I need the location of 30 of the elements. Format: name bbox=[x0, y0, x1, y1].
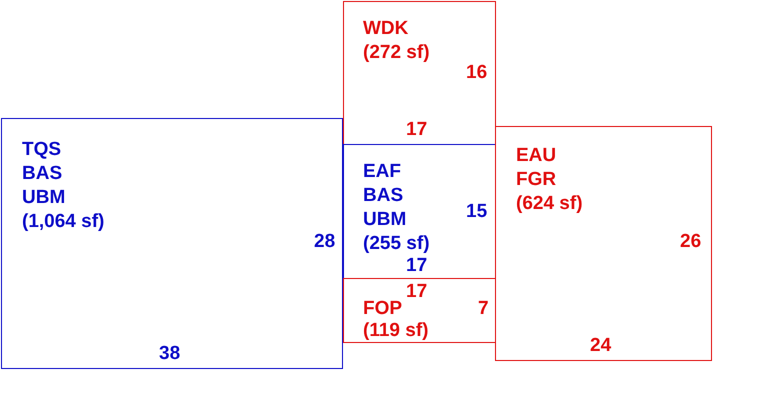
room-name: FOP bbox=[363, 298, 402, 320]
room-name: EAF bbox=[363, 161, 401, 183]
dimension-label: 26 bbox=[680, 231, 702, 253]
room-outline bbox=[495, 126, 712, 361]
dimension-label: 17 bbox=[406, 281, 428, 303]
room-name: BAS bbox=[363, 185, 404, 207]
room-name: EAU bbox=[516, 145, 556, 167]
dimension-label: 24 bbox=[590, 335, 612, 357]
room-area: (1,064 sf) bbox=[22, 211, 104, 233]
room-name: WDK bbox=[363, 18, 408, 40]
room-outline bbox=[1, 118, 343, 369]
dimension-label: 16 bbox=[466, 62, 488, 84]
room-area: (119 sf) bbox=[363, 320, 428, 342]
room-name: UBM bbox=[22, 187, 66, 209]
room-area: (272 sf) bbox=[363, 42, 430, 64]
room-outline bbox=[343, 144, 496, 279]
room-outline bbox=[343, 278, 496, 343]
room-area: (624 sf) bbox=[516, 193, 583, 215]
dimension-label: 7 bbox=[478, 298, 489, 320]
room-name: TQS bbox=[22, 139, 62, 161]
room-name: FGR bbox=[516, 169, 556, 191]
dimension-label: 17 bbox=[406, 255, 428, 277]
dimension-label: 28 bbox=[314, 231, 336, 253]
dimension-label: 38 bbox=[159, 343, 180, 365]
dimension-label: 15 bbox=[466, 201, 488, 223]
room-name: BAS bbox=[22, 163, 62, 185]
dimension-label: 17 bbox=[406, 119, 428, 141]
room-area: (255 sf) bbox=[363, 233, 430, 255]
room-name: UBM bbox=[363, 209, 406, 231]
room-outline bbox=[343, 1, 496, 145]
